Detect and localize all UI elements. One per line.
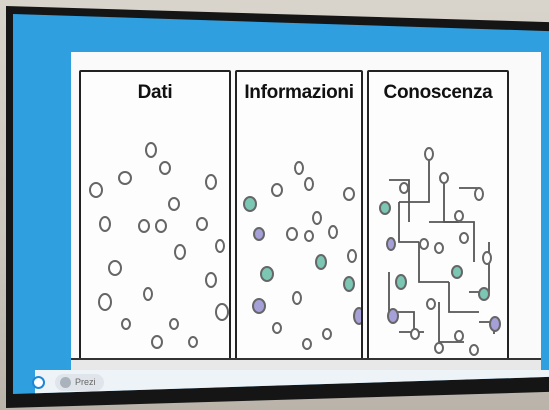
prezi-button[interactable]: Prezi [55,374,104,391]
panel-title-conoscenza: Conoscenza [383,82,493,103]
prezi-label: Prezi [75,377,96,387]
information-dots [243,161,361,350]
panel-title-informazioni: Informazioni [244,82,354,103]
panel-title-dati: Dati [137,82,173,103]
panel-dati: Dati [79,70,231,366]
prezi-logo-icon [60,377,71,388]
tv-screen: Dati [13,14,549,394]
next-slide-edge [71,358,541,370]
pointer-indicator [32,376,45,389]
presentation-slide: Dati [71,52,541,366]
panel-informazioni: Informazioni [235,70,363,366]
knowledge-network [379,147,501,356]
data-dots [89,142,229,349]
panel-conoscenza: Conoscenza [367,70,509,366]
